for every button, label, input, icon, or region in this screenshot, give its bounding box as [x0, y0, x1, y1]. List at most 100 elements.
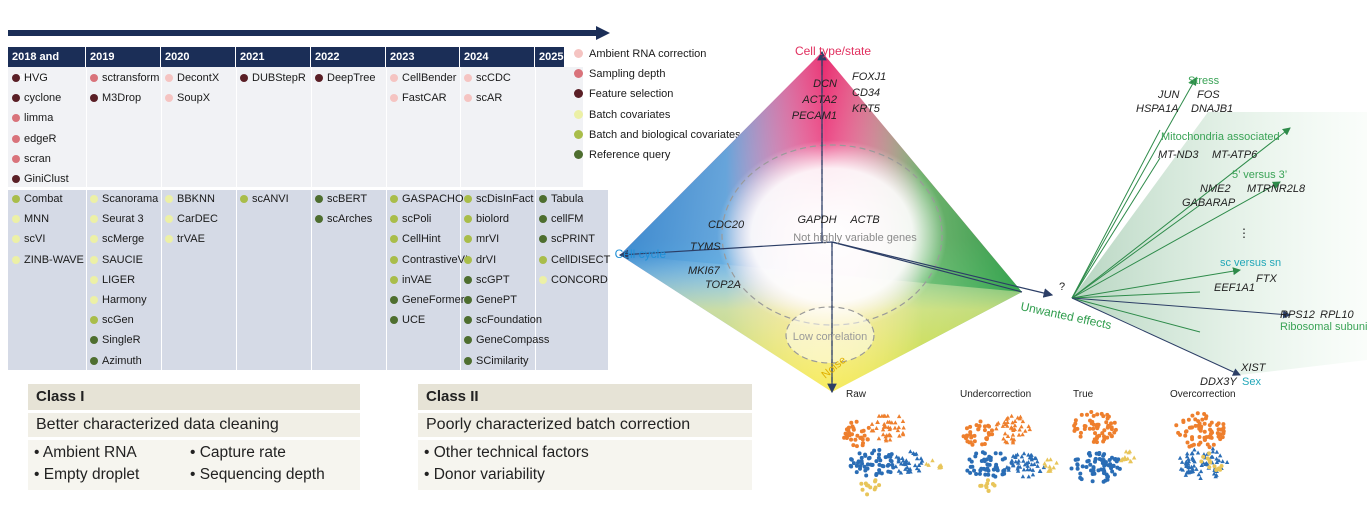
legend-label: Batch and biological covariates — [589, 128, 741, 141]
scatter-point — [1193, 423, 1198, 428]
scatter-point — [1109, 434, 1114, 439]
scatter-point — [1196, 419, 1201, 424]
scatter-point — [1006, 467, 1011, 472]
scatter-point — [1208, 427, 1213, 432]
scatter-point — [888, 458, 893, 463]
class-one-bullets: • Ambient RNA • Empty droplet • Capture … — [28, 440, 360, 490]
scatter-point — [1195, 450, 1201, 455]
legend-item: Feature selection — [574, 88, 673, 100]
scatter-point — [858, 435, 863, 440]
scatter-point — [868, 462, 873, 467]
scatter-point — [1096, 468, 1101, 473]
scatter-point — [1183, 433, 1188, 438]
legend-item: Ambient RNA correction — [574, 48, 706, 60]
scatter-point — [1123, 457, 1128, 462]
scatter-point — [853, 437, 858, 442]
scatter-point — [896, 455, 902, 460]
category-dot — [90, 316, 98, 325]
scatter-point — [1180, 467, 1186, 472]
scatter-point — [1101, 479, 1106, 484]
category-dot — [165, 94, 173, 103]
scatter-point — [1191, 442, 1196, 447]
batch-correction-section — [8, 190, 608, 370]
legend-label: Sampling depth — [589, 68, 666, 81]
scatter-point — [994, 422, 1000, 427]
gapdh-label: GAPDH — [797, 214, 836, 226]
scatter-point — [1011, 463, 1016, 468]
correction-method-item: CellDISECT — [539, 254, 610, 267]
correction-method-item: scVI — [12, 233, 45, 246]
scatter-point — [924, 461, 929, 466]
method-name: Scanorama — [102, 193, 159, 205]
scatter-point — [878, 458, 883, 463]
category-dot — [464, 235, 472, 244]
scatter-point — [1183, 429, 1188, 434]
method-name: SCimilarity — [476, 354, 529, 367]
category-dot — [390, 235, 398, 244]
scatter-point — [1202, 429, 1207, 434]
category-dot — [539, 235, 547, 244]
method-name: cyclone — [24, 92, 62, 105]
scatter-point — [1190, 437, 1195, 442]
year-header-row — [8, 47, 564, 67]
category-dot — [12, 175, 20, 183]
class-two-bullets: • Other technical factors • Donor variab… — [418, 440, 752, 490]
method-name: CellHint — [402, 233, 441, 246]
gene-hspa1a: HSPA1A — [1136, 103, 1179, 115]
scatter-point — [1029, 455, 1034, 460]
category-dot — [464, 296, 472, 304]
method-name: scGen — [102, 314, 134, 327]
category-dot — [315, 195, 323, 203]
method-name: cellFM — [551, 213, 584, 226]
scatter-point — [1087, 426, 1092, 431]
legend-item: Batch and biological covariates — [574, 129, 741, 141]
category-dot — [390, 275, 398, 284]
scatter-point — [884, 433, 889, 438]
scatter-point — [1189, 425, 1194, 430]
gene-dcn: DCN — [813, 78, 837, 90]
gene-tyms: TYMS — [690, 241, 721, 253]
scatter-point — [1217, 453, 1223, 458]
scatter-point — [870, 451, 875, 456]
scatter-point — [1220, 459, 1225, 464]
bullet-capture-rate: • Capture rate — [190, 444, 286, 461]
scatter-point — [1111, 463, 1116, 468]
scatter-point — [1082, 426, 1087, 431]
class-two-title: Class II — [418, 384, 752, 410]
scatter-point — [1091, 468, 1096, 473]
scatter-point — [1012, 418, 1018, 423]
method-name: DUBStepR — [252, 72, 306, 84]
cleaning-method-item: cyclone — [12, 92, 61, 105]
scatter-panel-title: Overcorrection — [1170, 389, 1236, 400]
scatter-point — [908, 449, 913, 454]
scatter-point — [1072, 428, 1077, 433]
method-name: scPoli — [402, 213, 432, 226]
category-dot — [90, 255, 98, 264]
category-dot — [12, 94, 20, 103]
scatter-point — [985, 462, 990, 467]
method-name: DeepTree — [327, 72, 376, 84]
method-name: BBKNN — [177, 193, 215, 205]
gene-ftx: FTX — [1256, 273, 1277, 285]
scatter-point — [993, 451, 998, 456]
category-dot — [464, 215, 472, 224]
scatter-point — [1028, 467, 1033, 472]
correction-method-item: Tabula — [539, 193, 583, 206]
scatter-point — [1020, 432, 1025, 437]
category-dot — [390, 195, 398, 203]
scatter-point — [965, 439, 970, 444]
cleaning-method-item: scAR — [464, 92, 502, 105]
scatter-point — [1214, 456, 1219, 461]
scatter-point — [1005, 420, 1010, 425]
scatter-point — [866, 425, 871, 430]
correction-method-item: GASPACHO — [390, 193, 464, 206]
category-dot — [464, 195, 472, 203]
scatter-point — [1095, 422, 1100, 427]
scatter-point — [903, 466, 908, 471]
scatter-point — [877, 483, 882, 488]
scatter-point — [1101, 457, 1106, 462]
method-name: DecontX — [177, 72, 220, 84]
scatter-point — [1051, 465, 1056, 470]
scatter-point — [1210, 446, 1216, 451]
scatter-point — [849, 457, 854, 462]
